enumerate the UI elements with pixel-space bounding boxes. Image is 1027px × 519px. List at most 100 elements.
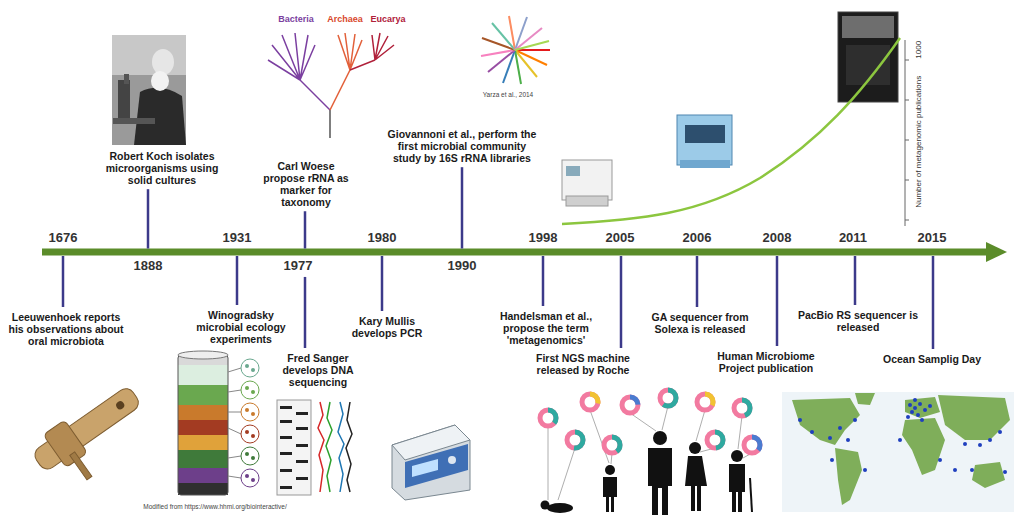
world-map bbox=[913, 406, 917, 410]
microbiome-figure bbox=[541, 431, 746, 515]
circular-tree bbox=[515, 50, 547, 65]
microbiome-figure bbox=[660, 390, 676, 406]
tick-line bbox=[62, 256, 65, 307]
koch-photo bbox=[112, 35, 186, 145]
microbiome-figure bbox=[660, 390, 676, 406]
year-label: 1980 bbox=[360, 231, 404, 246]
winogradsky-column bbox=[245, 386, 249, 390]
sequencing-gel bbox=[280, 469, 292, 472]
world-map bbox=[863, 468, 867, 472]
year-label: 1676 bbox=[41, 231, 85, 246]
microbiome-figure bbox=[729, 464, 745, 512]
world-map bbox=[838, 426, 842, 430]
microbiome-figure bbox=[604, 437, 620, 453]
winogradsky-column bbox=[251, 368, 255, 372]
world-map bbox=[902, 418, 945, 475]
microbiome-figure bbox=[744, 437, 760, 453]
microbiome-figure bbox=[622, 397, 638, 413]
winogradsky-column bbox=[178, 405, 228, 420]
microbiome-figure bbox=[582, 394, 598, 410]
sequencer-small bbox=[566, 196, 608, 206]
publication-curve bbox=[905, 140, 909, 141]
microbiome-figure bbox=[697, 394, 713, 410]
world-map bbox=[810, 430, 814, 434]
microbiome-figure bbox=[738, 416, 742, 449]
event-label: GA sequencer from Solexa is released bbox=[650, 311, 750, 335]
microbiome-figure bbox=[567, 432, 583, 448]
circular-tree bbox=[515, 50, 521, 84]
sequencer-large bbox=[838, 12, 898, 102]
sequencing-gel bbox=[338, 402, 344, 492]
world-map bbox=[853, 418, 857, 422]
source-credit: Modified from https://www.hhmi.org/bioin… bbox=[110, 503, 320, 510]
world-map bbox=[916, 413, 920, 417]
microbiome-figure bbox=[582, 394, 598, 410]
world-map bbox=[978, 443, 982, 447]
microbiome-figure bbox=[707, 432, 723, 448]
microbiome-figure bbox=[697, 394, 713, 410]
microbiome-figure bbox=[605, 465, 615, 475]
microbiome-figure bbox=[567, 432, 583, 448]
winogradsky-column bbox=[178, 385, 228, 405]
pcr-machine bbox=[448, 456, 456, 464]
winogradsky-column bbox=[251, 412, 255, 416]
winogradsky-column bbox=[178, 355, 228, 495]
winogradsky-column bbox=[251, 434, 255, 438]
circular-tree bbox=[509, 16, 515, 50]
tick-line bbox=[542, 256, 545, 306]
timeline-axis bbox=[986, 242, 1007, 262]
winogradsky-column bbox=[178, 351, 259, 495]
microbiome-figure bbox=[604, 437, 620, 453]
world-map bbox=[792, 393, 1010, 505]
sequencing-gel bbox=[277, 400, 311, 495]
world-map bbox=[918, 402, 922, 406]
winogradsky-column bbox=[245, 474, 249, 478]
sequencing-gel bbox=[346, 402, 352, 492]
world-map bbox=[953, 468, 957, 472]
winogradsky-column bbox=[178, 483, 228, 495]
circular-tree bbox=[481, 50, 515, 56]
microbiome-figure bbox=[744, 437, 760, 453]
year-label: 1888 bbox=[126, 259, 170, 274]
microbiome-figure bbox=[750, 478, 752, 512]
source-credit: Yarza et al., 2014 bbox=[463, 91, 553, 98]
sequencer-blue bbox=[677, 115, 732, 165]
sequencing-gel bbox=[296, 477, 308, 480]
world-map bbox=[828, 436, 832, 440]
timeline-axis bbox=[42, 249, 992, 256]
domain-label: Archaea bbox=[320, 14, 370, 24]
tree-of-life bbox=[338, 33, 362, 70]
pcr-machine bbox=[392, 425, 470, 500]
tick-line bbox=[147, 189, 150, 248]
winogradsky-column bbox=[228, 456, 241, 458]
microbiome-figure bbox=[662, 406, 668, 430]
tree-of-life bbox=[330, 70, 350, 110]
world-map bbox=[1003, 470, 1007, 474]
microbiome-figure bbox=[696, 410, 705, 441]
sequencer-small bbox=[562, 160, 612, 206]
microbiome-figure bbox=[603, 477, 617, 512]
microbiome-figure bbox=[648, 448, 672, 515]
tick-line bbox=[776, 256, 779, 346]
world-map bbox=[938, 395, 1010, 440]
world-map bbox=[910, 410, 914, 414]
sequencer-blue bbox=[685, 125, 725, 143]
microbiome-figure bbox=[567, 432, 583, 448]
microbiome-figure bbox=[630, 413, 656, 431]
world-map bbox=[988, 438, 992, 442]
winogradsky-column bbox=[251, 456, 255, 460]
koch-photo bbox=[112, 35, 186, 75]
world-map bbox=[798, 418, 802, 422]
sequencing-gel bbox=[280, 436, 292, 439]
tick-lines bbox=[63, 167, 933, 349]
microbiome-figure bbox=[685, 456, 707, 511]
winogradsky-column bbox=[228, 428, 241, 434]
event-label: Winogradsky microbial ecology experiment… bbox=[189, 309, 293, 345]
event-label: Robert Koch isolates microorganisms usin… bbox=[92, 150, 232, 186]
event-label: Kary Mullis develops PCR bbox=[346, 315, 428, 339]
tree-of-life bbox=[372, 33, 394, 60]
publication-curve bbox=[562, 38, 900, 224]
koch-photo bbox=[118, 80, 130, 118]
domain-label: Eucarya bbox=[363, 14, 413, 24]
